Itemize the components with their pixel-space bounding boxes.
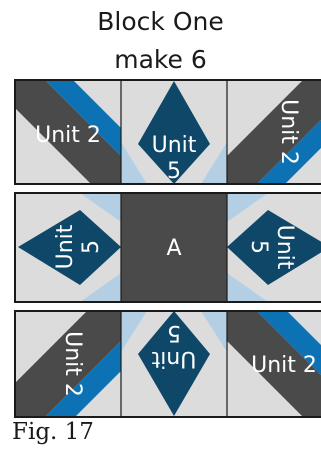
row3-center-label-2: 5 — [167, 320, 181, 345]
row2-left-label-1: Unit — [53, 224, 78, 269]
row2-center-label: A — [166, 236, 181, 261]
row1-center-label-2: 5 — [167, 159, 181, 184]
row2-right-label-2: 5 — [246, 240, 271, 254]
row2-left-label-2: 5 — [79, 240, 104, 254]
row1-center-label-1: Unit — [152, 133, 197, 158]
row3-right-label: Unit 2 — [251, 353, 317, 378]
row1-right-label: Unit 2 — [276, 99, 301, 165]
row2-right-label-1: Unit — [272, 225, 297, 270]
row1-left-label: Unit 2 — [35, 123, 101, 148]
row1-right-cell — [227, 80, 321, 184]
row3-left-label: Unit 2 — [60, 331, 85, 397]
figure-caption: Fig. 17 — [12, 421, 94, 444]
row3-center-label-1: Unit — [151, 346, 196, 371]
